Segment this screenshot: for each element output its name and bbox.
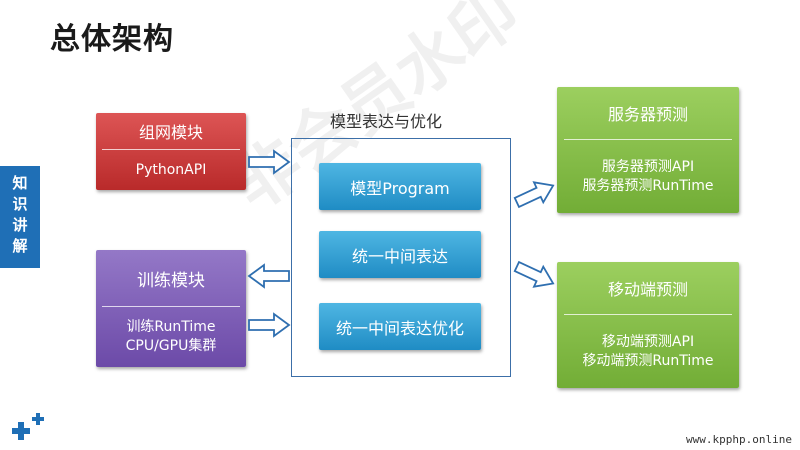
ir-optimization-box: 统一中间表达优化 — [319, 303, 481, 350]
mobile-module-title: 移动端预测 — [607, 280, 688, 299]
center-frame — [291, 138, 511, 377]
mobile-module: 移动端预测 移动端预测API 移动端预测RunTime — [557, 262, 739, 388]
server-module-line: 服务器预测API — [601, 158, 695, 175]
divider — [564, 139, 732, 140]
training-module: 训练模块 训练RunTime CPU/GPU集群 — [96, 250, 246, 367]
plus-plus-icon — [12, 413, 44, 440]
arrow-up-right-icon — [513, 181, 555, 209]
divider — [102, 149, 240, 150]
model-program-box: 模型Program — [319, 163, 481, 210]
unified-ir-box: 统一中间表达 — [319, 231, 481, 278]
server-module-title: 服务器预测 — [607, 105, 688, 124]
training-module-line: 训练RunTime — [126, 319, 216, 335]
server-module-line: 服务器预测RunTime — [582, 177, 714, 194]
side-tab: 知识讲解 — [0, 166, 40, 268]
network-module-title: 组网模块 — [138, 123, 203, 142]
mobile-module-line: 移动端预测RunTime — [582, 352, 714, 369]
network-module: 组网模块 PythonAPI — [96, 113, 246, 190]
divider — [102, 306, 240, 307]
arrow-right-icon — [248, 312, 291, 338]
center-label: 模型表达与优化 — [330, 112, 443, 131]
training-module-line: CPU/GPU集群 — [125, 338, 217, 354]
server-module: 服务器预测 服务器预测API 服务器预测RunTime — [557, 87, 739, 213]
arrow-left-icon — [247, 263, 290, 289]
arrow-down-right-icon — [513, 260, 555, 288]
mobile-module-line: 移动端预测API — [601, 333, 695, 350]
divider — [564, 314, 732, 315]
network-module-line: PythonAPI — [135, 161, 207, 178]
page-title: 总体架构 — [50, 22, 174, 57]
training-module-title: 训练模块 — [137, 270, 205, 291]
footer-site: www.kpphp.online — [686, 433, 792, 446]
arrow-right-icon — [248, 149, 291, 175]
